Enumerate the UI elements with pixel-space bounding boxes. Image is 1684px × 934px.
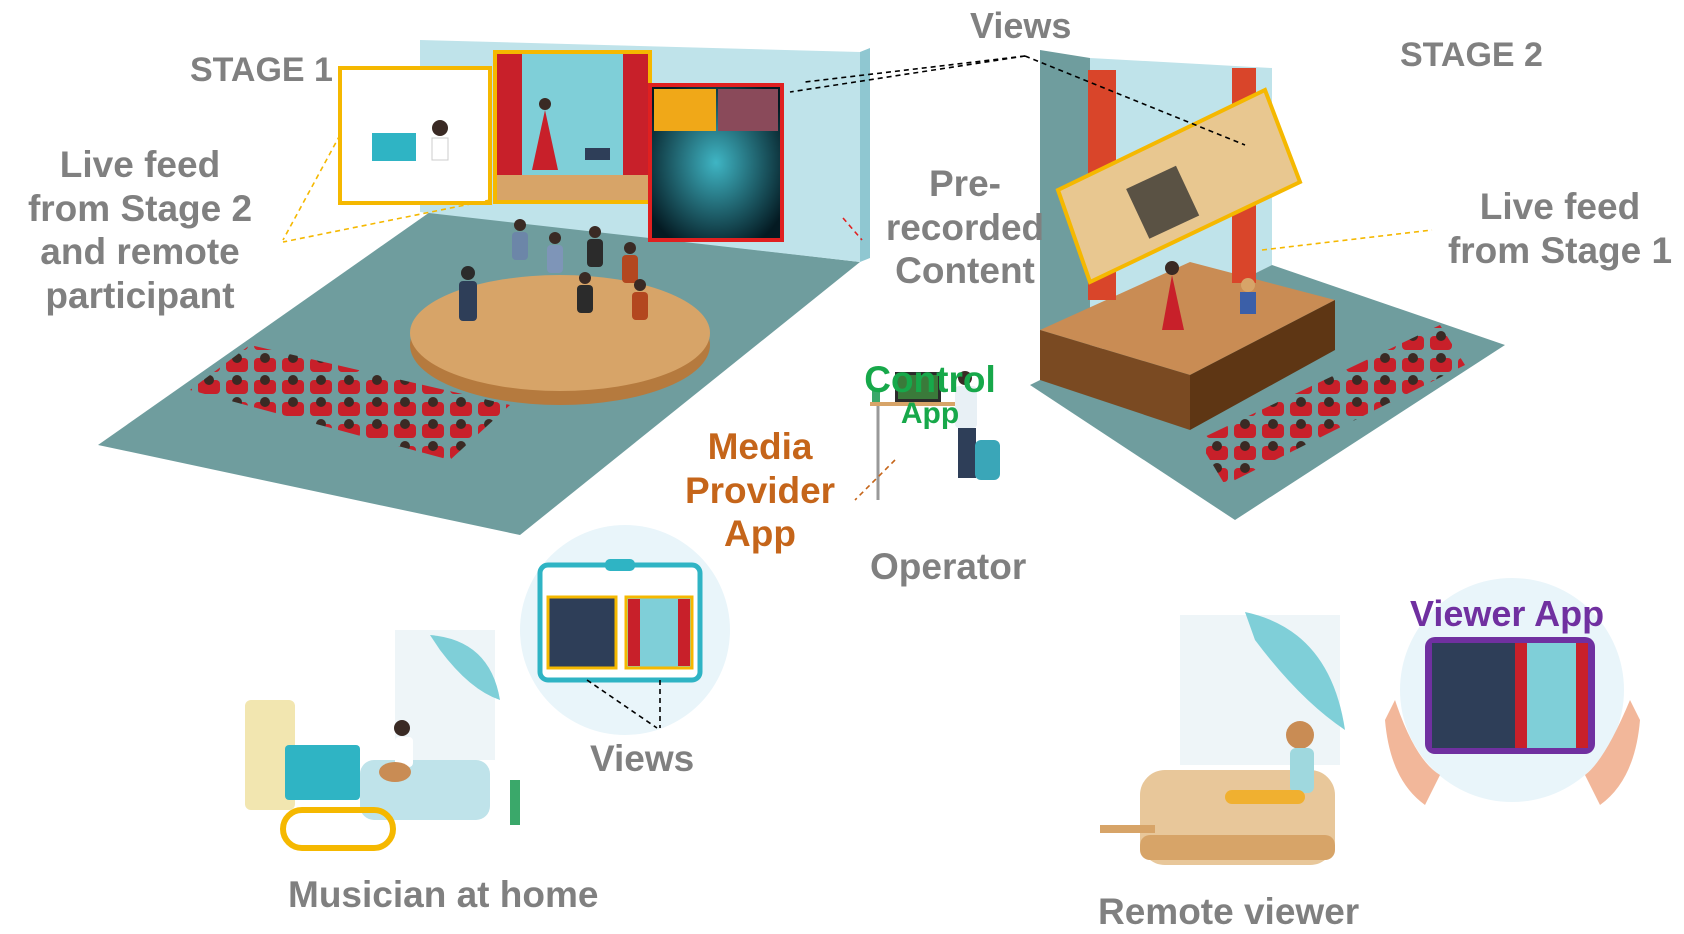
remote-viewer-label: Remote viewer [1098, 891, 1360, 932]
prerecorded-content-label: Pre- recorded Content [880, 162, 1050, 293]
guitar-player-icon [285, 720, 490, 820]
live-feed-stage1-line1: Live feed [1479, 186, 1641, 227]
live-feed-stage2-line3: and remote [40, 231, 240, 273]
prerecorded-content-frame [648, 83, 784, 242]
prerecorded-line3: Content [895, 250, 1035, 292]
orchestra-icon [459, 219, 648, 321]
operator-desk-icon [870, 371, 1000, 500]
media-provider-app-label: Media Provider App [680, 425, 840, 556]
musician-at-home-label: Musician at home [288, 874, 599, 915]
views-top-label: Views [970, 5, 1072, 46]
musician-home-scene [245, 630, 520, 851]
prerecorded-line1: Pre- [929, 163, 1001, 204]
opera-view-frame [493, 50, 652, 204]
live-feed-stage2-line2: from Stage 2 [27, 187, 253, 229]
views-bottom-label: Views [590, 738, 695, 779]
webcam-monitor-icon [520, 525, 730, 735]
connector-lines [282, 55, 1433, 729]
live-feed-stage1-line2: from Stage 1 [1447, 229, 1673, 271]
tablet-icon [1385, 578, 1640, 805]
live-feed-stage2-label: Live feed from Stage 2 and remote partic… [20, 143, 260, 318]
control-app-label: Control App [860, 358, 1000, 431]
operator-label: Operator [870, 546, 1027, 587]
stage2-scene [1030, 50, 1505, 520]
stage2-feed-frame [338, 66, 492, 205]
stage1-feed-frame [1055, 87, 1303, 285]
prerecorded-line2: recorded [885, 206, 1045, 248]
live-feed-stage2-line1: Live feed [59, 144, 221, 185]
media-provider-line2: Provider [684, 469, 836, 511]
audience-seats-icon [190, 345, 510, 460]
control-app-line1: Control [864, 359, 996, 400]
control-app-line2: App [900, 396, 960, 430]
stage1-label: STAGE 1 [190, 51, 333, 89]
audience-seats-icon-2 [1198, 325, 1465, 485]
media-provider-line3: App [724, 513, 796, 555]
remote-viewer-scene [1100, 612, 1345, 865]
stage1-scene [98, 40, 870, 535]
live-feed-stage2-line4: participant [45, 274, 235, 316]
viewer-app-label: Viewer App [1410, 593, 1605, 634]
stage2-label: STAGE 2 [1400, 36, 1543, 74]
live-feed-stage1-label: Live feed from Stage 1 [1445, 185, 1675, 272]
media-provider-line1: Media [707, 426, 813, 467]
